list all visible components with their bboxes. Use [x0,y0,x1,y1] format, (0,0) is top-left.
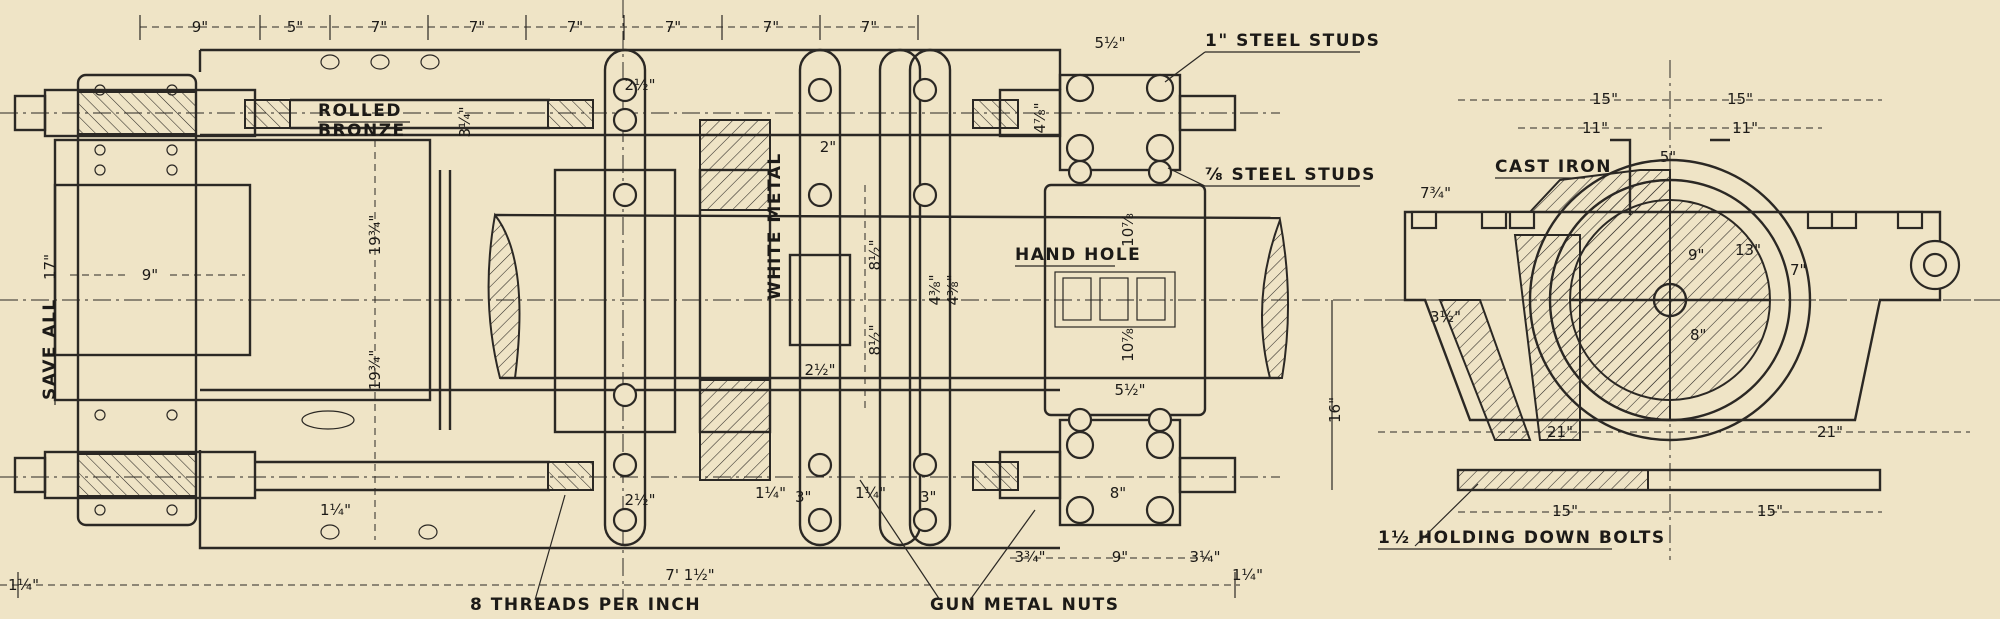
dim-3: 3" [795,488,811,506]
label-bronze: BRONZE [318,121,406,141]
link-plates [553,48,952,547]
label-rolled: ROLLED [318,101,402,121]
label-gun-metal-nuts: GUN METAL NUTS [930,595,1120,614]
dim-8-half: 8½" [866,325,884,356]
dim-15in: 15" [1727,90,1753,108]
dim-11in: 11" [1732,119,1758,137]
dim-21in: 21" [1817,423,1843,441]
dim-7in: 7" [469,18,485,36]
top-dimension-chain: 9" 5" 7" 7" 7" 7" 7" 7" [139,15,920,40]
dim-2: 2" [820,138,836,156]
label-cast-iron: CAST IRON [1495,157,1612,177]
label-white-metal: WHITE METAL [765,152,785,300]
dim-5in: 5" [287,18,303,36]
dim-9: 9" [1688,246,1704,264]
dim-19-3-4: 19¾" [366,215,384,256]
plan-view: ROLLED BRONZE 3¼" SAVE ALL 17" 9" 19¾" 1… [13,31,1380,550]
dim-7in: 7" [861,18,877,36]
label-steel-studs: 1" STEEL STUDS [1205,31,1380,51]
dim-3-1-4: 3¼" [456,107,474,138]
dim-1-1-4: 1¼" [320,501,351,519]
dim-7in: 7" [567,18,583,36]
label-threads: 8 THREADS PER INCH [470,595,701,614]
dim-3-1-4: 3¼" [1190,548,1221,566]
dim-7in: 7" [763,18,779,36]
label-steel-studs-7-8: ⅞ STEEL STUDS [1205,165,1376,185]
dim-4-3-8: 4⅜" [926,275,944,306]
dim-2-half: 2½" [805,361,836,379]
dim-2-half: 2½" [625,76,656,94]
label-hand-hole: HAND HOLE [1015,245,1141,265]
dim-9in: 9" [192,18,208,36]
dim-5in: 5" [1660,148,1676,166]
dim-8: 8" [1110,484,1126,502]
dim-17: 17" [41,254,59,280]
dim-7ft-1-half: 7' 1½" [665,566,714,584]
dim-3: 3" [920,488,936,506]
dim-15in: 15" [1552,502,1578,520]
dim-10-7-8: 10⅞ [1119,328,1137,362]
dim-4-3-8: 4⅜" [944,275,962,306]
dim-7in: 7" [665,18,681,36]
dim-8: 8" [1690,326,1706,344]
dim-1-1-4: 1¼" [855,484,886,502]
dim-1-1-4: 1¼" [8,576,39,594]
section-view: 15" 15" 11" 11" CAST IRON 5" 7¾" 3½" 9" … [1326,90,1970,550]
dim-15in: 15" [1592,90,1618,108]
label-save-all: SAVE ALL [40,298,60,400]
label-holding-down-bolts: 1½ HOLDING DOWN BOLTS [1378,528,1666,548]
dim-9: 9" [142,266,158,284]
dim-8-half: 8½" [866,240,884,271]
dim-9: 9" [1112,548,1128,566]
dim-10-7-8: 10⅞ [1119,213,1137,247]
dim-4-7-8: 4⅞" [1031,103,1049,134]
dim-11in: 11" [1582,119,1608,137]
dim-7: 7" [1790,261,1806,279]
dim-7in: 7" [371,18,387,36]
dim-3-3-4: 3¾" [1015,548,1046,566]
dim-7-3-4: 7¾" [1420,184,1451,202]
dim-5-half: 5½" [1095,34,1126,52]
dim-13: 13" [1735,241,1761,259]
dim-1-1-4: 1¼" [755,484,786,502]
dim-1-1-4: 1¼" [1232,566,1263,584]
dim-16: 16" [1326,397,1344,423]
dim-15in: 15" [1757,502,1783,520]
dim-5-half: 5½" [1115,381,1146,399]
dim-2-half: 2½" [625,491,656,509]
dim-21in: 21" [1547,423,1573,441]
